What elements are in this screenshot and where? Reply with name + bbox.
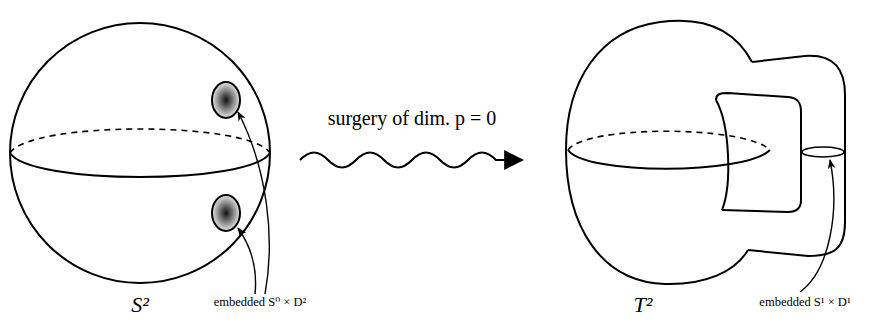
callout-label: embedded S¹ × D¹ [759, 296, 850, 310]
torus [566, 21, 845, 284]
callout-label: embedded S⁰ × D² [214, 296, 307, 310]
manifold-name: T² [634, 293, 653, 317]
embedded-discs [212, 82, 240, 231]
manifold-name: S² [131, 293, 149, 317]
operation-label: surgery of dim. p = 0 [328, 107, 497, 129]
surgery-arrow [300, 153, 522, 168]
leader-lines [238, 112, 834, 294]
sphere [10, 23, 270, 283]
